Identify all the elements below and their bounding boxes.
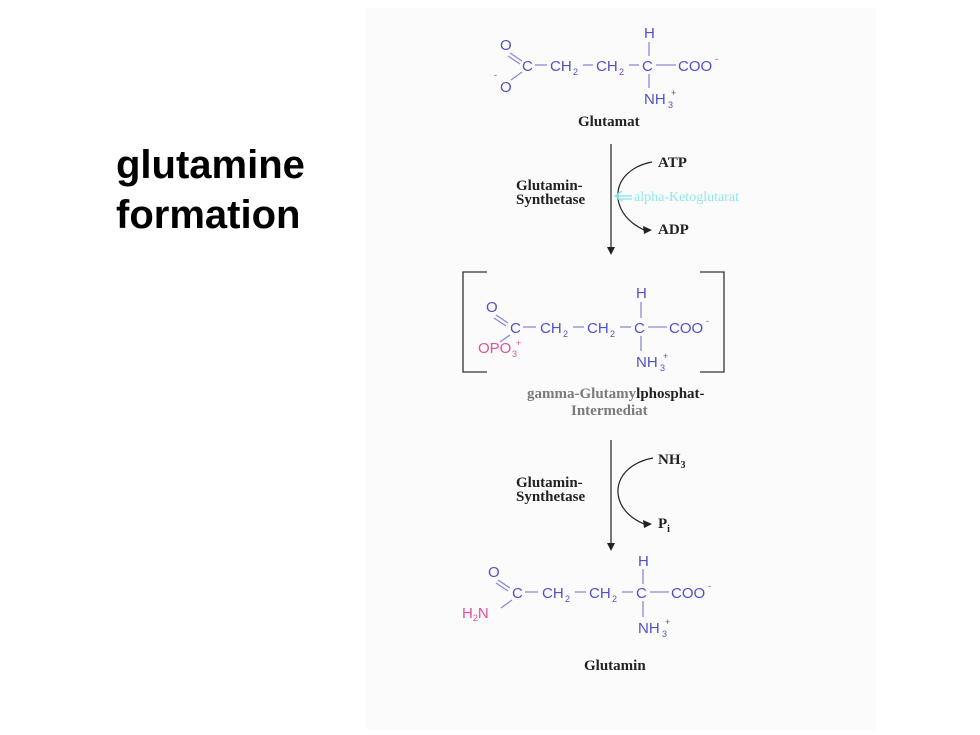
step1-curved-arrowhead [643,226,652,234]
intermediate-o-top: O [486,299,498,316]
inhibitor-arrow-icon [613,190,632,202]
intermediate-sub2-a: 2 [563,329,568,339]
glutamat-o-top: O [500,37,512,54]
title-line-2: formation [116,193,301,237]
glutamin-h2n-n: N [478,605,489,622]
intermediate-label-grey: gamma-Glutamy [527,386,637,402]
glutamat-sub3: 3 [668,100,673,110]
intermediate-c-alpha: C [634,320,645,337]
glutamin-h: H [638,553,649,570]
title-line-1: glutamine [116,143,305,187]
bond [497,579,511,589]
reaction-step-1: ATP ADP Glutamin- Synthetase alpha-Ketog… [516,144,739,255]
bond [493,317,507,327]
intermediate-sub3: 3 [660,363,665,373]
intermediate-opo-plus: + [516,338,521,348]
step2-output-main: P [658,516,667,532]
glutamin-h2n-h: H [462,605,473,622]
bond [500,599,513,609]
glutamin-nh3: NH [638,620,660,637]
step2-curved-arrowhead [643,520,652,528]
glutamin-ch2-b: CH [589,585,611,602]
bond [509,52,523,62]
glutamat-nh3: NH [644,91,666,108]
glutamin-o-top: O [488,564,500,581]
glutamin-h2n: H2N [462,605,489,623]
glutamat-sub2-b: 2 [619,67,624,77]
intermediate-opo-sub: 3 [512,349,517,359]
intermediate-coo: COO [669,320,703,337]
intermediate-c: C [510,320,521,337]
step2-curved-arrow [617,457,654,525]
glutamin-plus: + [665,617,670,627]
step1-inhibitor: alpha-Ketoglutarat [634,190,739,205]
glutamat-ch2-a: CH [550,58,572,75]
bond [510,71,523,81]
glutamin-h2n-sub: 2 [473,613,478,623]
glutamin-label: Glutamin [584,658,646,674]
reaction-step-2: NH3 Pi Glutamin- Synthetase [516,440,686,551]
step2-output: Pi [658,516,670,535]
glutamat-sub2-a: 2 [573,67,578,77]
intermediate-nh3: NH [636,354,658,371]
bond [495,314,509,324]
step2-output-sub: i [667,524,670,535]
glutamin-ch2-a: CH [542,585,564,602]
glutamin-c-alpha: C [636,585,647,602]
step2-input-main: NH [658,452,681,468]
glutamat-o-minus: - [494,70,497,80]
step2-enzyme-line2: Synthetase [516,489,586,505]
molecule-glutamat: O C - O CH 2 CH 2 C H COO - NH 3 + Gluta… [494,25,718,130]
step1-curved-arrow [617,161,653,231]
step1-enzyme-line2: Synthetase [516,192,586,208]
glutamat-coo-minus: - [715,54,718,64]
intermediate-coo-minus: - [706,316,709,326]
bond [495,582,509,592]
slide-title: glutamine formation [116,140,305,240]
molecule-intermediate: O C OPO 3 + CH 2 CH 2 C H COO - NH 3 + g… [462,271,725,419]
glutamin-coo: COO [671,585,705,602]
bond [507,55,521,65]
step2-input: NH3 [658,452,686,471]
glutamat-c-alpha: C [642,58,653,75]
glutamat-label: Glutamat [578,114,640,130]
intermediate-label-dark: lphosphat- [636,386,704,402]
glutamat-h: H [644,25,655,42]
glutamat-o-bottom: O [500,79,512,96]
glutamat-c: C [522,58,533,75]
glutamin-sub2-b: 2 [612,594,617,604]
glutamat-ch2-b: CH [596,58,618,75]
glutamin-sub3: 3 [662,629,667,639]
intermediate-ch2-a: CH [540,320,562,337]
intermediate-label-line2: Intermediat [571,403,648,419]
step2-arrowhead [607,543,615,551]
right-bracket [700,271,725,373]
glutamin-c: C [512,585,523,602]
intermediate-ch2-b: CH [587,320,609,337]
step2-enzyme-line1: Glutamin- [516,475,583,491]
left-bracket [462,271,487,373]
glutamin-sub2-a: 2 [565,594,570,604]
molecule-glutamin: O C H2N CH 2 CH 2 C H COO - NH 3 + Gluta… [462,553,711,674]
step1-enzyme-line1: Glutamin- [516,178,583,194]
intermediate-label-line1: gamma-Glutamylphosphat- [527,386,705,402]
step2-input-sub: 3 [681,460,686,471]
intermediate-plus: + [663,351,668,361]
intermediate-h: H [636,285,647,302]
step1-input: ATP [658,155,687,171]
step1-output: ADP [658,222,689,238]
step1-arrowhead [607,247,615,255]
intermediate-opo: OPO [478,340,511,357]
glutamin-coo-minus: - [708,581,711,591]
intermediate-sub2-b: 2 [610,329,615,339]
bond [499,334,511,343]
glutamat-plus: + [671,88,676,98]
diagram-panel [366,8,876,730]
glutamat-coo: COO [678,58,712,75]
